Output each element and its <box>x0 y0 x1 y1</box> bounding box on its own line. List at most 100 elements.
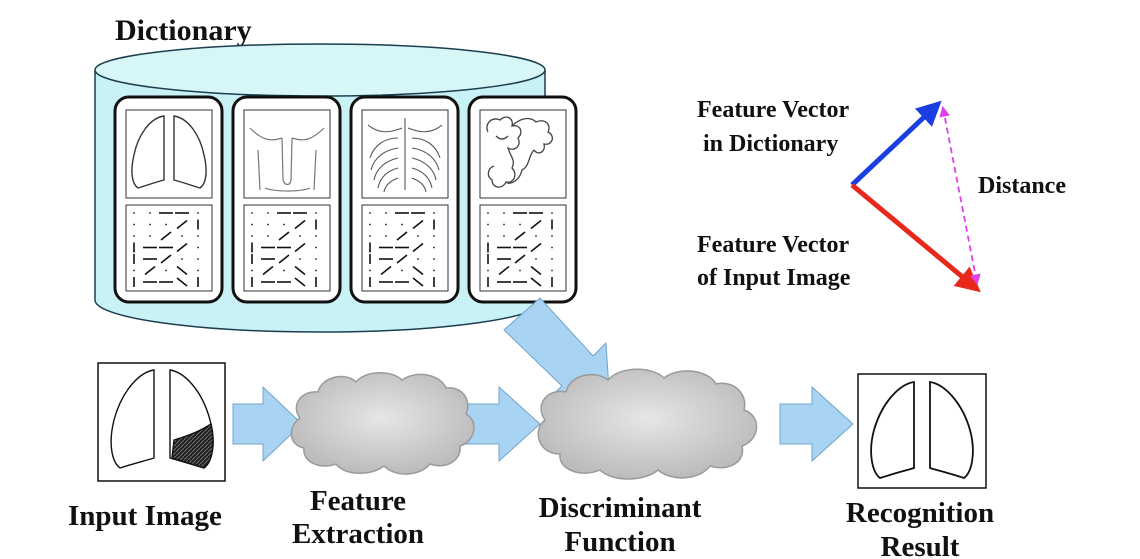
discriminant-function-label-line1: Discriminant <box>539 492 702 524</box>
vector-mark <box>176 265 188 276</box>
vector-mark <box>433 269 435 272</box>
ribcage-icon <box>367 118 443 193</box>
feature-vector-map <box>369 212 435 287</box>
discriminant-function-label-line2: Function <box>564 526 675 558</box>
dictionary-vector-label-line2: in Dictionary <box>703 131 838 157</box>
vector-mark <box>176 242 188 253</box>
input-image-label: Input Image <box>68 500 222 532</box>
feature-extraction-label-line2: Extraction <box>292 518 424 550</box>
vector-mark <box>251 269 253 272</box>
vector-mark <box>144 265 156 276</box>
vector-mark <box>551 258 553 260</box>
vector-mark <box>385 235 387 237</box>
feature-vector-map <box>133 212 199 287</box>
vector-mark <box>294 219 306 230</box>
vector-mark <box>551 212 553 214</box>
input-vector-label-line2: of Input Image <box>697 265 851 291</box>
vector-mark <box>519 223 521 226</box>
feature-vector-map <box>487 212 553 287</box>
lung-outline-icon <box>870 380 974 480</box>
vector-mark <box>197 258 199 260</box>
vector-mark <box>369 235 371 237</box>
input-vector-label-line1: Feature Vector <box>697 232 850 258</box>
vector-mark <box>401 223 403 226</box>
dictionary-entry <box>231 95 342 304</box>
vector-mark <box>385 212 387 214</box>
vector-mark <box>299 235 301 237</box>
dictionary-entry <box>467 95 578 304</box>
vector-mark <box>487 269 489 272</box>
vector-mark <box>181 235 183 237</box>
vector-mark <box>551 269 553 272</box>
vector-mark <box>133 212 135 214</box>
dictionary-feature-vector-arrow <box>850 100 942 187</box>
vector-mark <box>396 231 408 241</box>
vector-mark <box>294 265 306 276</box>
vector-mark <box>149 223 151 226</box>
input-feature-vector-arrow <box>850 183 981 293</box>
vector-mark <box>133 269 135 272</box>
lung-with-lesion-icon <box>110 369 214 469</box>
vector-mark <box>197 235 199 237</box>
vector-mark <box>160 254 172 264</box>
vector-mark <box>267 212 269 214</box>
vector-mark <box>176 277 188 287</box>
dictionary-entry <box>349 95 460 304</box>
recognition-result-panel <box>857 373 987 489</box>
distance-label: Distance <box>978 173 1066 199</box>
recognition-result-label-line1: Recognition <box>846 497 994 529</box>
vector-mark <box>251 212 253 214</box>
vector-mark <box>503 212 505 214</box>
vector-mark <box>514 231 526 241</box>
vector-mark <box>487 212 489 214</box>
vector-mark <box>149 212 151 214</box>
feature-extraction-label-line1: Feature <box>310 485 406 517</box>
feature-extraction-cloud <box>290 372 475 475</box>
vector-mark <box>294 277 306 287</box>
vector-mark <box>530 277 542 287</box>
vector-mark <box>412 242 424 253</box>
intestine-icon <box>486 116 554 188</box>
vector-mark <box>251 223 253 226</box>
vector-mark <box>262 265 274 276</box>
vector-mark <box>369 212 371 214</box>
vector-mark <box>197 269 199 272</box>
distance-arrow <box>939 105 981 286</box>
vector-mark <box>267 235 269 237</box>
vector-mark <box>267 223 269 226</box>
vector-mark <box>315 258 317 260</box>
vector-mark <box>498 265 510 276</box>
vector-mark <box>417 235 419 237</box>
vector-mark <box>396 254 408 264</box>
flow-arrow <box>465 385 541 463</box>
vector-mark <box>433 258 435 260</box>
vector-mark <box>278 231 290 241</box>
vector-mark <box>385 223 387 226</box>
vector-mark <box>369 223 371 226</box>
vector-mark <box>412 277 424 287</box>
vector-mark <box>133 235 135 237</box>
dictionary-entry <box>113 95 224 304</box>
vector-mark <box>315 246 317 249</box>
vector-mark <box>165 223 167 226</box>
vector-mark <box>433 246 435 249</box>
recognition-result-label-line2: Result <box>881 531 960 559</box>
vector-mark <box>519 269 521 272</box>
vector-mark <box>294 242 306 253</box>
vector-mark <box>251 235 253 237</box>
flow-arrow <box>779 385 854 463</box>
vector-mark <box>433 212 435 214</box>
vector-mark <box>160 231 172 241</box>
vector-mark <box>514 254 526 264</box>
vector-mark <box>487 223 489 226</box>
vector-mark <box>412 265 424 276</box>
vector-mark <box>197 246 199 249</box>
vector-mark <box>369 269 371 272</box>
vector-mark <box>503 223 505 226</box>
vector-mark <box>530 265 542 276</box>
feature-vector-map <box>251 212 317 287</box>
vector-mark <box>530 242 542 253</box>
dictionary-title: Dictionary <box>115 14 252 47</box>
vector-mark <box>530 219 542 230</box>
vector-mark <box>433 235 435 237</box>
